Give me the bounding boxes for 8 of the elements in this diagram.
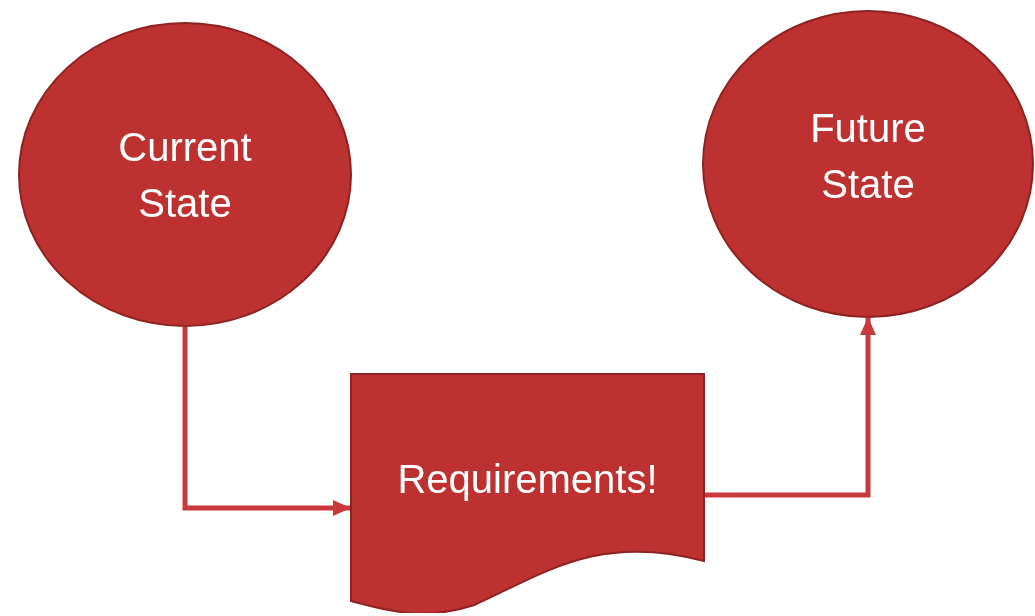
node-label: Requirements! xyxy=(397,456,658,503)
node-label: Future State xyxy=(809,105,927,208)
state-circle xyxy=(18,22,352,327)
node-label: Current State xyxy=(117,123,253,227)
state-circle xyxy=(702,10,1034,318)
arrow xyxy=(705,317,876,498)
document-shape xyxy=(350,373,705,613)
arrow xyxy=(182,327,351,516)
